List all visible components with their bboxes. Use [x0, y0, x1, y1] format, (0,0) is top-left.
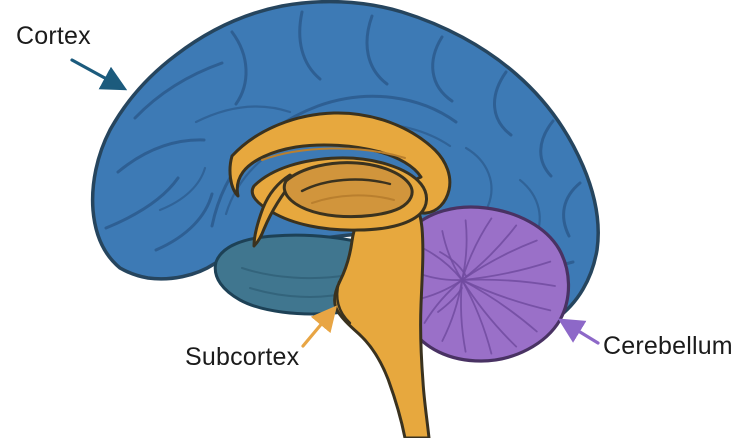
cerebellum-folia-line	[461, 279, 493, 355]
cerebellum-folia-arc	[437, 287, 463, 313]
thalamus-line-2	[311, 194, 395, 204]
cerebellum-folia-line	[461, 239, 538, 281]
cerebellum-folia-line	[461, 278, 556, 287]
cerebellum-folia-line	[461, 279, 538, 333]
fornix-region	[252, 173, 297, 248]
cerebellum-arrow	[557, 318, 600, 345]
corpus-callosum-inner-line	[261, 147, 406, 161]
subcortex-region	[228, 111, 452, 438]
thalamus-region	[282, 161, 414, 219]
cerebellum-folia-arc	[439, 251, 467, 277]
cerebellum-folia-line	[441, 230, 463, 281]
brainstem-region	[333, 204, 431, 438]
cerebellum-label: Cerebellum	[603, 332, 733, 360]
subcortex-label: Subcortex	[185, 343, 300, 371]
cortex-label: Cortex	[16, 22, 91, 50]
cortex-arrow	[70, 58, 128, 91]
thalamus-line-1	[300, 178, 392, 193]
subcortex-arrow	[301, 305, 338, 348]
cortex-folds	[104, 10, 582, 296]
cerebellum-folia-line	[441, 279, 463, 342]
pons-crease	[336, 280, 352, 325]
